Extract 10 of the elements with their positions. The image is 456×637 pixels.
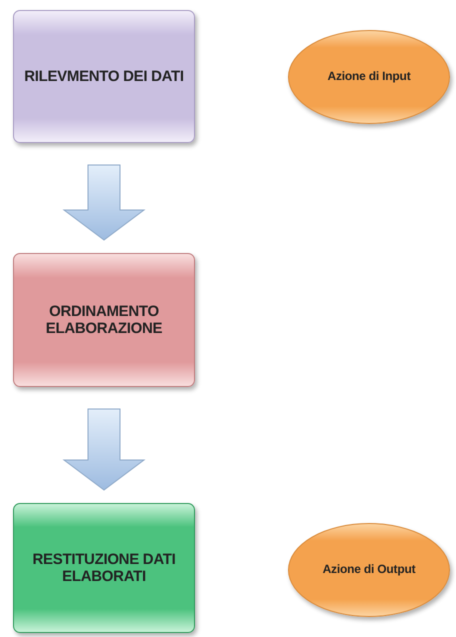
action-label: Azione di Input — [328, 70, 410, 84]
block-arrow — [62, 408, 146, 491]
block-arrow — [62, 164, 146, 241]
step-label: ORDINAMENTO ELABORAZIONE — [44, 302, 164, 338]
step-label: RILEVMENTO DEI DATI — [24, 68, 184, 86]
process-box — [13, 503, 195, 633]
process-box — [13, 10, 195, 143]
step-label: RESTITUZIONE DATI ELABORATI — [32, 550, 176, 586]
process-box — [13, 253, 195, 387]
action-label: Azione di Output — [322, 563, 416, 577]
